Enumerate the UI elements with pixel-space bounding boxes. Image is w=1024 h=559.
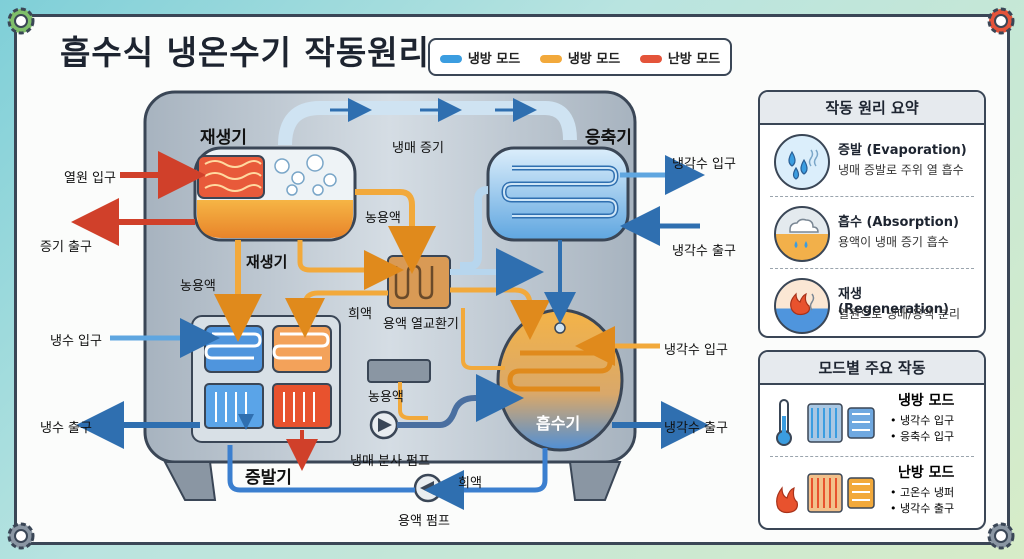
divider bbox=[770, 196, 974, 197]
legend-swatch bbox=[639, 55, 662, 63]
summary-item-desc: 냉매 증발로 주위 열 흡수 bbox=[838, 163, 964, 177]
steam-outlet-label: 증기 출구 bbox=[40, 240, 92, 255]
weak-solution-label: 희액 bbox=[348, 307, 372, 322]
weak-solution-return bbox=[424, 448, 548, 510]
legend-swatch bbox=[439, 55, 462, 63]
mode-item: 냉방 모드 • 냉각수 입구 • 응축수 입구 bbox=[768, 388, 978, 454]
summary-item: 흡수 (Absorption) 용액이 냉매 증기 흡수 bbox=[770, 200, 976, 266]
legend-item-heating: 난방 모드 bbox=[639, 48, 721, 67]
weak-solution-label: 희액 bbox=[458, 476, 482, 491]
spray-pump-label: 냉매 분사 펌프 bbox=[350, 454, 431, 469]
modes-panel: 모드별 주요 작동 냉방 모드 • 냉각수 입구 • 응축수 입구 난방 모 bbox=[758, 350, 986, 530]
regenerator-label: 재생기 bbox=[200, 128, 247, 148]
evaporator-label: 증발기 bbox=[245, 468, 292, 488]
cw-outlet-label: 냉각수 출구 bbox=[672, 244, 736, 259]
strong-solution-label: 농용액 bbox=[180, 279, 216, 294]
flame-icon bbox=[776, 473, 875, 514]
gear-icon bbox=[7, 7, 35, 35]
thermometer-icon bbox=[776, 399, 875, 446]
absorber-label: 흡수기 bbox=[536, 414, 581, 433]
weak-solution-line bbox=[285, 290, 388, 338]
heat-exchanger-label: 용액 열교환기 bbox=[383, 317, 459, 332]
summary-item: 증발 (Evaporation) 냉매 증발로 주위 열 흡수 bbox=[770, 128, 976, 194]
chilled-inlet-label: 냉수 입구 bbox=[50, 334, 102, 349]
page-title: 흡수식 냉온수기 작동원리 bbox=[60, 33, 430, 72]
mode-bullet-text: 응축수 입구 bbox=[900, 430, 955, 443]
cw-inlet-label-2: 냉각수 입구 bbox=[664, 343, 728, 358]
chilled-outlet-label: 냉수 출구 bbox=[40, 421, 92, 436]
regenerator-liquid bbox=[197, 200, 353, 238]
flame-icon bbox=[774, 278, 830, 334]
mode-bullet: • 응축수 입구 bbox=[890, 430, 955, 443]
strong-solution-line bbox=[297, 240, 404, 290]
mode-bullet-text: 냉각수 입구 bbox=[900, 414, 955, 427]
legend: 냉방 모드 냉방 모드 난방 모드 bbox=[428, 38, 732, 76]
gear-icon bbox=[987, 7, 1015, 35]
regenerator-label-2: 재생기 bbox=[246, 253, 288, 271]
support-leg bbox=[568, 461, 622, 501]
mode-item: 난방 모드 • 고온수 냉퍼 • 냉각수 출구 bbox=[768, 460, 978, 526]
water-drops-icon bbox=[774, 134, 830, 190]
mode-bullet: • 고온수 냉퍼 bbox=[890, 486, 955, 499]
cloud-absorb-icon bbox=[774, 206, 830, 262]
heat-inlet-label: 열원 입구 bbox=[64, 171, 116, 186]
summary-item-title: 증발 (Evaporation) bbox=[838, 143, 967, 158]
solution-pump-label: 용액 펌프 bbox=[398, 514, 450, 529]
legend-label: 냉방 모드 bbox=[467, 51, 521, 67]
divider bbox=[770, 456, 974, 457]
summary-item-desc: 열원으로 냉매/용액 분리 bbox=[838, 307, 961, 321]
legend-label: 난방 모드 bbox=[667, 51, 721, 67]
summary-item-title: 흡수 (Absorption) bbox=[838, 215, 959, 230]
gear-icon bbox=[7, 522, 35, 550]
modes-title: 모드별 주요 작동 bbox=[760, 352, 984, 385]
vapor-bubbles bbox=[274, 154, 337, 196]
legend-swatch bbox=[539, 55, 562, 63]
mode-title: 난방 모드 bbox=[898, 465, 955, 481]
mode-title: 냉방 모드 bbox=[898, 393, 955, 409]
legend-item-cooling-warm: 냉방 모드 bbox=[539, 48, 621, 67]
gear-icon bbox=[987, 522, 1015, 550]
support-leg bbox=[163, 461, 217, 501]
legend-label: 냉방 모드 bbox=[567, 51, 621, 67]
spray-line bbox=[397, 374, 524, 428]
legend-item-cooling: 냉방 모드 bbox=[439, 48, 521, 67]
condenser-tank bbox=[486, 146, 630, 242]
summary-item-desc: 용액이 냉매 증기 흡수 bbox=[838, 235, 949, 249]
vapor-duct bbox=[278, 101, 577, 146]
summary-item: 재생 (Regeneration) 열원으로 냉매/용액 분리 bbox=[770, 272, 976, 338]
strong-solution-label: 농용액 bbox=[365, 211, 401, 226]
divider bbox=[770, 268, 974, 269]
strong-solution-line bbox=[355, 189, 436, 274]
mode-bullet: • 냉각수 출구 bbox=[890, 502, 955, 515]
strong-solution-label: 농용액 bbox=[368, 390, 404, 405]
mode-bullet: • 냉각수 입구 bbox=[890, 414, 955, 427]
condenser-label: 응축기 bbox=[585, 128, 632, 148]
reservoir bbox=[367, 359, 431, 383]
vapor-line bbox=[460, 186, 489, 270]
mode-bullet-text: 고온수 냉퍼 bbox=[900, 486, 955, 499]
cw-inlet-label: 냉각수 입구 bbox=[672, 157, 736, 172]
summary-item-title: 재생 (Regeneration) bbox=[838, 287, 949, 317]
summary-panel: 작동 원리 요약 증발 (Evaporation) 냉매 증발로 주위 열 흡수… bbox=[758, 90, 986, 338]
cw-outlet-label-2: 냉각수 출구 bbox=[664, 421, 728, 436]
summary-title: 작동 원리 요약 bbox=[760, 92, 984, 125]
refrigerant-vapor-label: 냉매 증기 bbox=[392, 141, 444, 156]
mode-bullet-text: 냉각수 출구 bbox=[900, 502, 955, 515]
